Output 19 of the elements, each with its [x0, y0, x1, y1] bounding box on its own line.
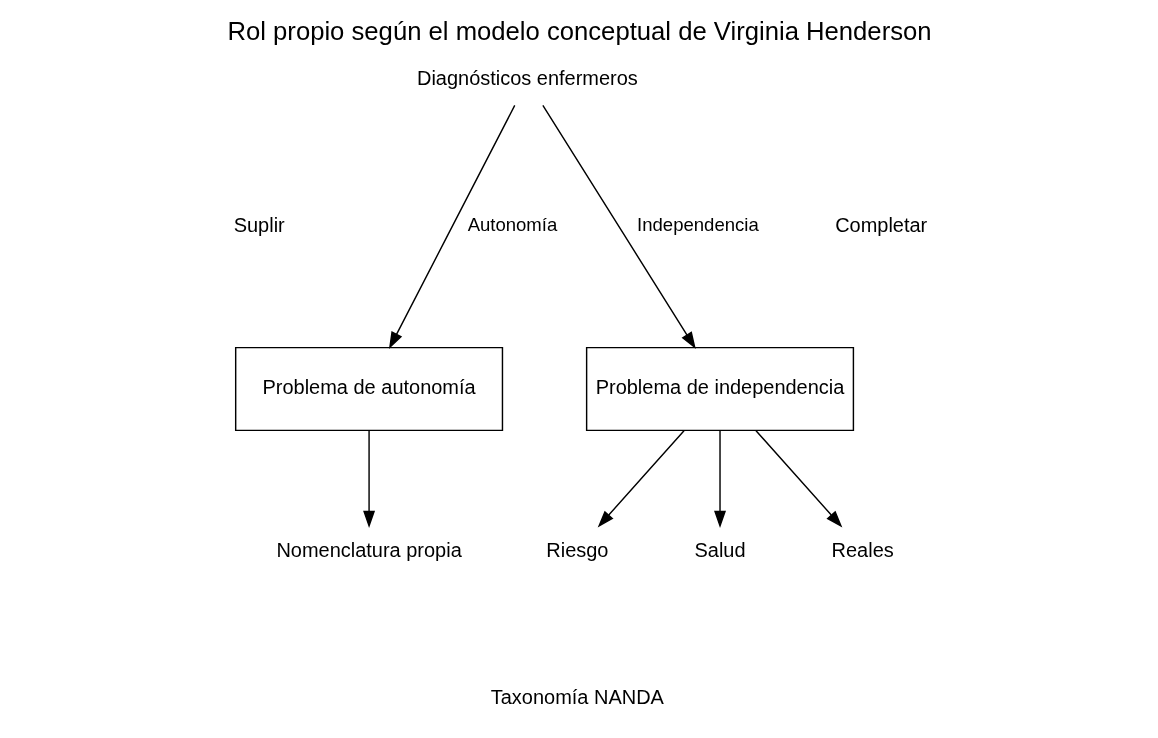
node-text: Reales [831, 538, 894, 561]
node-box: Problema de independencia [585, 346, 854, 432]
diagram-title: Rol propio según el modelo conceptual de Virginia Henderson [226, 17, 932, 46]
label: Taxonomía NANDA [490, 685, 664, 708]
node-text: Riesgo [545, 538, 608, 561]
label: Suplir [233, 213, 285, 236]
node-text: Diagnósticos enfermeros [416, 66, 638, 89]
edge-label: Independencia [636, 214, 759, 236]
arrow [541, 104, 696, 349]
arrow [362, 430, 375, 528]
label: Completar [834, 213, 927, 236]
node-text: Salud [693, 538, 746, 561]
edge-label: Autonomía [467, 214, 557, 236]
arrow [388, 104, 515, 350]
node-text: Nomenclatura propia [275, 538, 462, 561]
node-box: Problema de autonomía [234, 346, 503, 432]
arrow [754, 430, 842, 528]
arrow [713, 430, 726, 528]
arrow [597, 430, 685, 528]
